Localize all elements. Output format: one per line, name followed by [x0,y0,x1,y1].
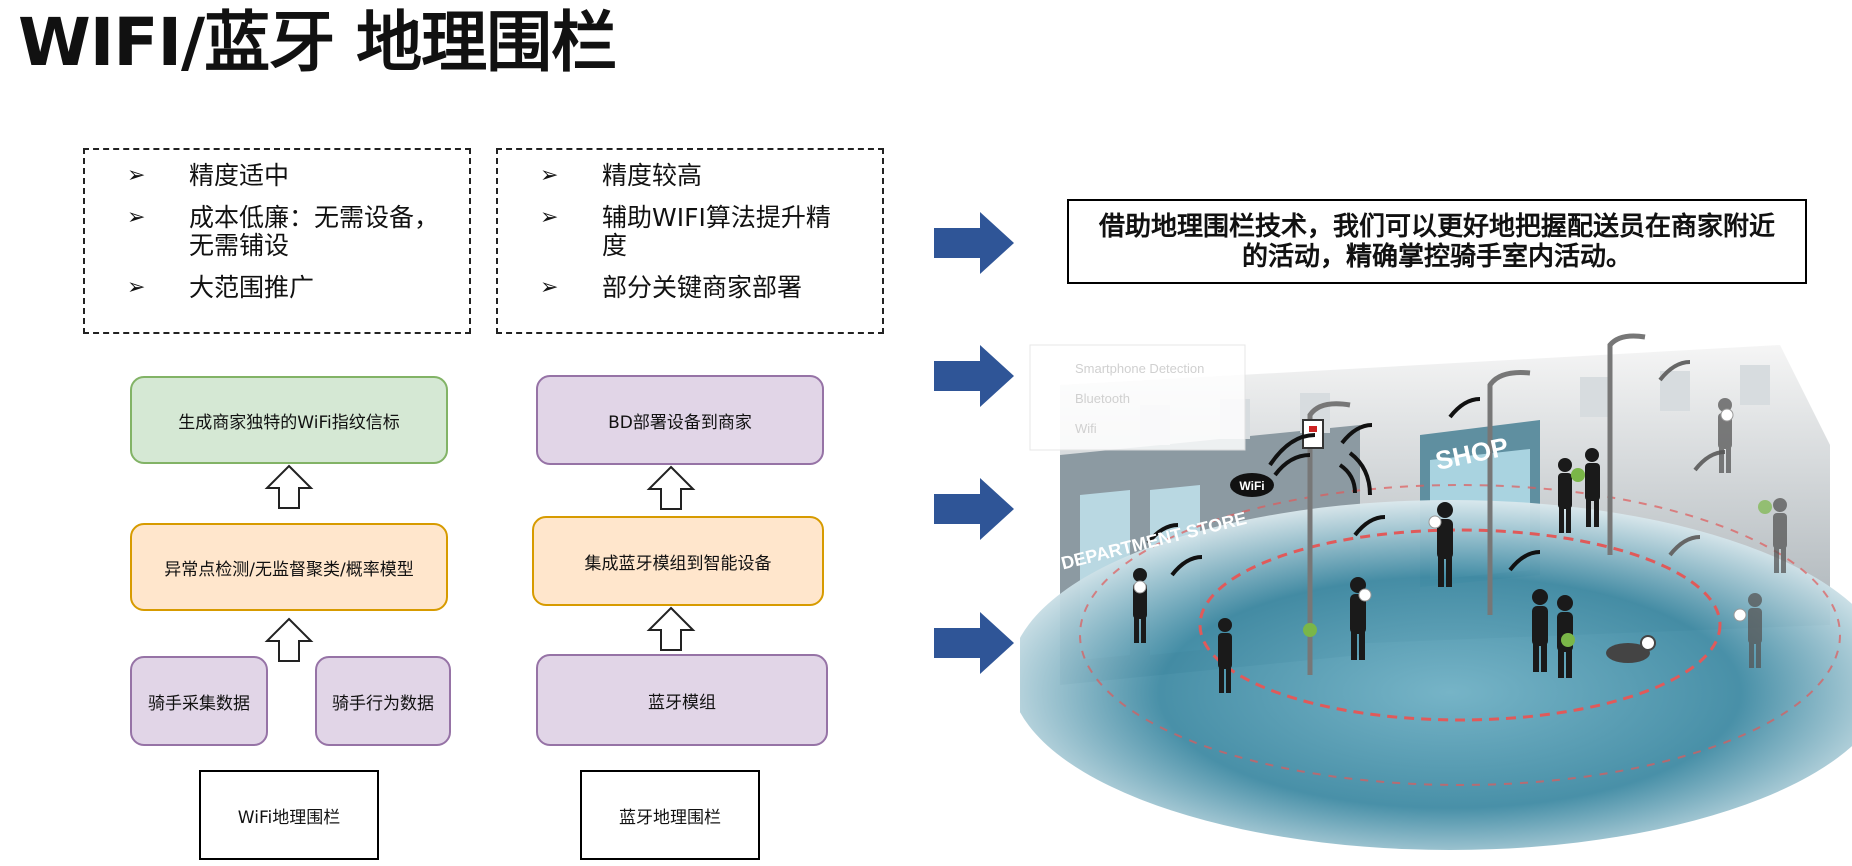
wifi-badge-label: WiFi [1239,479,1264,493]
bt-integrate-node: 集成蓝牙模组到智能设备 [532,516,824,606]
up-arrow-icon [264,464,314,509]
up-arrow-icon [264,617,314,662]
wifi-geofence-label: WiFi地理围栏 [199,770,379,860]
geofence-illustration: WiFi SHOP DEPARTMENT STORE Smartphone De… [1020,333,1852,850]
bt-features-box: ➢精度较高 ➢辅助WIFI算法提升精度 ➢部分关键商家部署 [496,148,884,334]
menu-smartphone-detection: Smartphone Detection [1075,361,1204,376]
list-item: ➢精度较高 [540,161,703,190]
list-item: ➢精度适中 [127,161,290,190]
menu-wifi: Wifi [1075,421,1097,436]
bt-features-list: ➢精度较高 ➢辅助WIFI算法提升精度 ➢部分关键商家部署 [498,162,882,302]
list-item: ➢辅助WIFI算法提升精度 [540,203,831,260]
arrow-bullet-icon: ➢ [127,163,146,188]
wifi-fingerprint-node: 生成商家独特的WiFi指纹信标 [130,376,448,464]
rider-collect-node: 骑手采集数据 [130,656,268,746]
up-arrow-icon [646,606,696,651]
arrow-bullet-icon: ➢ [127,275,146,300]
page-title: WIFI/蓝牙 地理围栏 [18,4,617,81]
wifi-features-box: ➢精度适中 ➢成本低廉：无需设备，无需铺设 ➢大范围推广 [83,148,471,334]
arrow-bullet-icon: ➢ [127,205,146,230]
geofence-callout: 借助地理围栏技术，我们可以更好地把握配送员在商家附近的活动，精确掌控骑手室内活动… [1067,199,1807,284]
arrow-bullet-icon: ➢ [540,275,559,300]
right-arrow-icon [934,212,1014,274]
menu-bluetooth: Bluetooth [1075,391,1130,406]
up-arrow-icon [646,465,696,510]
wifi-model-node: 异常点检测/无监督聚类/概率模型 [130,523,448,611]
list-item: ➢部分关键商家部署 [540,273,803,302]
wifi-features-list: ➢精度适中 ➢成本低廉：无需设备，无需铺设 ➢大范围推广 [85,162,469,302]
right-arrow-icon [934,345,1014,407]
arrow-bullet-icon: ➢ [540,205,559,230]
bt-module-node: 蓝牙模组 [536,654,828,746]
rider-behavior-node: 骑手行为数据 [315,656,451,746]
right-arrow-icon [934,612,1014,674]
bd-deploy-node: BD部署设备到商家 [536,375,824,465]
list-item: ➢大范围推广 [127,273,315,302]
right-arrow-icon [934,478,1014,540]
list-item: ➢成本低廉：无需设备，无需铺设 [127,203,440,260]
bt-geofence-label: 蓝牙地理围栏 [580,770,760,860]
arrow-bullet-icon: ➢ [540,163,559,188]
